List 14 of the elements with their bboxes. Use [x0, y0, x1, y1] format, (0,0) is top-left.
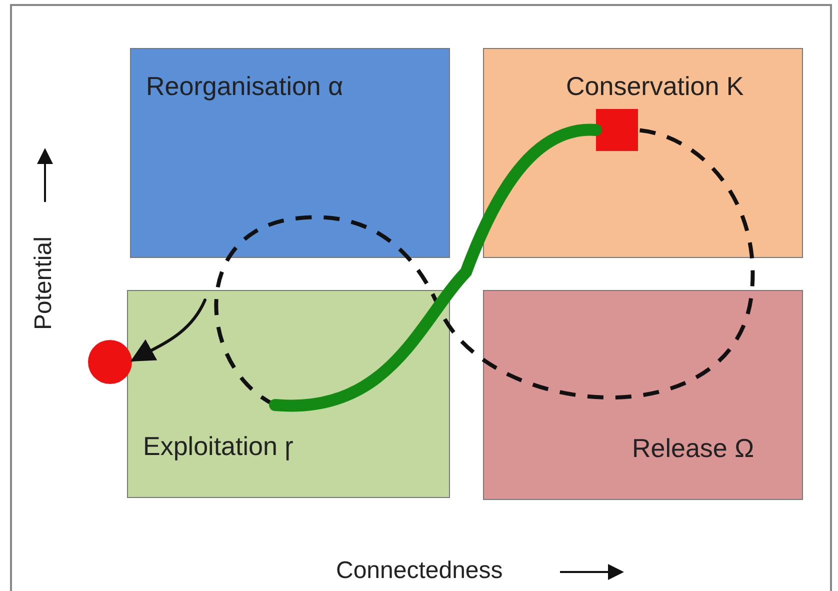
- axis-label: Connectedness: [336, 557, 503, 585]
- phase-quadrant: [483, 48, 803, 258]
- axis-label: Potential: [30, 236, 58, 330]
- state-marker: [88, 340, 132, 384]
- phase-quadrant: [130, 48, 450, 258]
- phase-label: Conservation K: [566, 71, 744, 102]
- phase-quadrant: [127, 290, 450, 498]
- trajectory-curve: [269, 124, 602, 412]
- arrow: [130, 298, 206, 362]
- phase-quadrant: [483, 290, 803, 500]
- phase-label: Release Ω: [632, 433, 754, 464]
- state-marker: [596, 109, 638, 151]
- phase-label: Exploitation ɼ: [143, 431, 294, 462]
- phase-label: Reorganisation α: [146, 71, 344, 102]
